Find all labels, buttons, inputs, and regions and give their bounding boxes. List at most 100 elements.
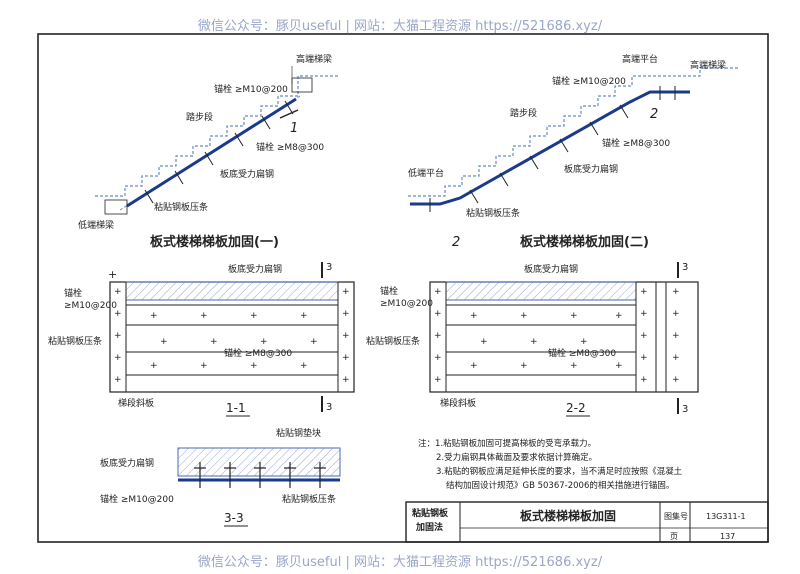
svg-text:+: +	[150, 361, 158, 371]
svg-text:+: +	[470, 311, 478, 321]
tb-atlas-no: 13G311-1	[706, 512, 746, 521]
svg-text:+: +	[434, 287, 442, 297]
sec22-strip-label: 粘贴钢板压条	[366, 335, 420, 347]
sec22-anchor-spec: ≥M10@200	[380, 299, 433, 309]
fig2-step-label: 踏步段	[510, 107, 537, 119]
sec11-mark-bottom: 3	[326, 402, 332, 413]
fig2-anchor-mid-label: 锚栓 ≥M8@300	[602, 137, 670, 149]
svg-text:+: +	[200, 311, 208, 321]
section-3-3: 粘贴钢垫块 板底受力扁钢 锚栓 ≥M10@200 粘贴钢板压条 3-3	[100, 427, 341, 527]
svg-text:+: +	[640, 353, 648, 363]
fig2-section-mark-top: 2	[650, 107, 658, 122]
fig2-anchor-top-label: 锚栓 ≥M10@200	[552, 75, 626, 87]
sec33-flat-steel-label: 板底受力扁钢	[100, 457, 154, 469]
tb-method-1: 粘贴钢板	[411, 507, 449, 519]
sec33-label: 3-3	[224, 511, 244, 525]
svg-text:+: +	[260, 337, 268, 347]
sec11-anchor-label: 锚栓	[64, 287, 82, 299]
svg-text:+: +	[615, 311, 623, 321]
svg-text:+: +	[250, 361, 258, 371]
svg-text:+: +	[250, 311, 258, 321]
svg-text:+: +	[570, 361, 578, 371]
fig2-high-beam-label: 高端梯梁	[690, 59, 726, 71]
svg-text:+: +	[108, 268, 117, 281]
svg-text:+: +	[114, 375, 122, 385]
svg-text:+: +	[210, 337, 218, 347]
sec22-mark-top: 3	[682, 262, 688, 273]
svg-text:+: +	[580, 337, 588, 347]
svg-text:+: +	[570, 311, 578, 321]
svg-text:+: +	[672, 309, 680, 319]
sec22-anchor-mid-label: 锚栓 ≥M8@300	[548, 347, 616, 359]
note-line-3: 3.粘贴的钢板应满足延伸长度的要求，当不满足时应按照《混凝土	[436, 466, 683, 477]
svg-text:+: +	[160, 337, 168, 347]
sec33-anchor-label: 锚栓 ≥M10@200	[100, 493, 174, 505]
svg-text:+: +	[470, 361, 478, 371]
fig2-low-platform-label: 低端平台	[408, 167, 444, 179]
svg-text:+: +	[480, 337, 488, 347]
fig1-section-mark: 1	[290, 121, 298, 136]
svg-text:+: +	[342, 331, 350, 341]
sec22-flat-steel-label: 板底受力扁钢	[524, 263, 578, 275]
tb-title: 板式楼梯梯板加固	[520, 508, 616, 523]
note-line-2: 2.受力扁钢具体截面及要求依据计算确定。	[436, 452, 597, 463]
sec11-label: 1-1	[226, 401, 246, 415]
fig1-low-beam-label: 低端梯梁	[78, 219, 114, 231]
figure-1-stair-elevation: 1 高端梯梁 锚栓 ≥M10@200 踏步段 锚栓 ≥M8@300 板底受力扁钢…	[78, 53, 340, 250]
sec33-pad-label: 粘贴钢垫块	[276, 427, 321, 439]
sec22-anchor-label: 锚栓	[380, 285, 398, 297]
notes: 注：1.粘贴钢板加固可提高梯板的受弯承载力。 2.受力扁钢具体截面及要求依据计算…	[418, 438, 683, 491]
svg-text:+: +	[434, 353, 442, 363]
fig1-strip-label: 粘贴钢板压条	[154, 201, 208, 213]
svg-text:+: +	[640, 375, 648, 385]
sec33-strip-label: 粘贴钢板压条	[282, 493, 336, 505]
svg-text:+: +	[114, 287, 122, 297]
watermark-top: 微信公众号：豚贝useful | 网站：大猫工程资源 https://52168…	[197, 19, 603, 34]
tb-page-no: 137	[720, 532, 735, 541]
sec22-mark-bottom: 3	[682, 404, 688, 415]
svg-text:+: +	[434, 331, 442, 341]
sec11-strip-label: 粘贴钢板压条	[48, 335, 102, 347]
sec22-label: 2-2	[566, 401, 586, 415]
svg-text:+: +	[640, 287, 648, 297]
fig2-high-platform-label: 高端平台	[622, 53, 658, 65]
svg-text:+: +	[114, 331, 122, 341]
svg-text:+: +	[310, 337, 318, 347]
svg-text:+: +	[342, 353, 350, 363]
svg-text:+: +	[342, 309, 350, 319]
fig2-section-mark-bottom: 2	[452, 235, 460, 250]
svg-text:+: +	[640, 309, 648, 319]
fig2-strip-label: 粘贴钢板压条	[466, 207, 520, 219]
figure-2-stair-elevation: 2 2 高端平台 高端梯梁 锚栓 ≥M10@200 踏步段 锚栓 ≥M8@300…	[408, 53, 740, 250]
title-block: 粘贴钢板 加固法 板式楼梯梯板加固 图集号 13G311-1 页 137	[405, 501, 769, 543]
svg-text:+: +	[200, 361, 208, 371]
svg-text:+: +	[672, 287, 680, 297]
section-1-1: +++++ +++++ ++++ ++++ ++++ + 板底受力扁钢 锚栓 ≥…	[48, 262, 355, 417]
svg-text:+: +	[640, 331, 648, 341]
svg-text:+: +	[150, 311, 158, 321]
fig2-title: 板式楼梯梯板加固(二)	[520, 234, 649, 250]
section-2-2: +++++ +++++ +++++ ++++ +++ ++++ 板底受力扁钢 锚…	[366, 262, 699, 417]
note-line-1: 注：1.粘贴钢板加固可提高梯板的受弯承载力。	[418, 438, 596, 449]
svg-text:+: +	[114, 353, 122, 363]
svg-text:+: +	[520, 311, 528, 321]
tb-atlas-label: 图集号	[664, 511, 688, 521]
fig1-step-label: 踏步段	[186, 111, 213, 123]
svg-text:+: +	[434, 375, 442, 385]
svg-text:+: +	[300, 361, 308, 371]
flat-steel-1	[126, 97, 297, 208]
sheet-border	[37, 33, 769, 543]
sec22-slab-label: 梯段斜板	[440, 397, 476, 409]
svg-text:+: +	[342, 375, 350, 385]
svg-text:+: +	[520, 361, 528, 371]
fig1-title: 板式楼梯梯板加固(一)	[150, 234, 279, 250]
tb-page-label: 页	[670, 532, 678, 541]
svg-text:+: +	[672, 375, 680, 385]
sec11-anchor-spec: ≥M10@200	[64, 301, 117, 311]
fig1-anchor-mid-label: 锚栓 ≥M8@300	[256, 141, 324, 153]
tb-method-2: 加固法	[415, 521, 443, 533]
svg-text:+: +	[300, 311, 308, 321]
watermark-bottom: 微信公众号：豚贝useful | 网站：大猫工程资源 https://52168…	[197, 555, 603, 570]
fig1-high-beam-label: 高端梯梁	[296, 53, 332, 65]
